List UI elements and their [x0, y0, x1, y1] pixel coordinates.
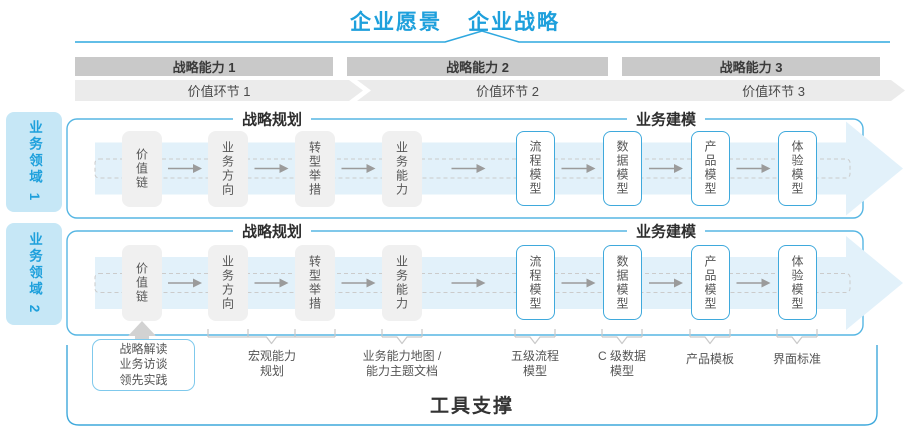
flow-box-row1-1: 价值链 [122, 130, 162, 207]
flow-box-row1-5: 流程模型 [516, 130, 555, 206]
flow-box-row2-6: 数据模型 [603, 245, 642, 320]
flow-box-row1-7: 产品模型 [691, 130, 730, 206]
flow-box-row1-6: 数据模型 [603, 130, 642, 206]
flow-box-row2-7: 产品模型 [691, 245, 730, 320]
flow-box-row2-4: 业务能力 [382, 245, 422, 321]
flow-box-row1-8: 体验模型 [778, 130, 817, 206]
flow-box-row2-1: 价值链 [122, 245, 162, 321]
flow-box-row1-3: 转型举措 [295, 130, 335, 207]
flow-box-row1-2: 业务方向 [208, 130, 248, 207]
flow-box-row1-4: 业务能力 [382, 130, 422, 207]
flow-box-row2-8: 体验模型 [778, 245, 817, 320]
flow-box-row2-3: 转型举措 [295, 245, 335, 321]
flow-box-row2-5: 流程模型 [516, 245, 555, 320]
flow-box-row2-2: 业务方向 [208, 245, 248, 321]
